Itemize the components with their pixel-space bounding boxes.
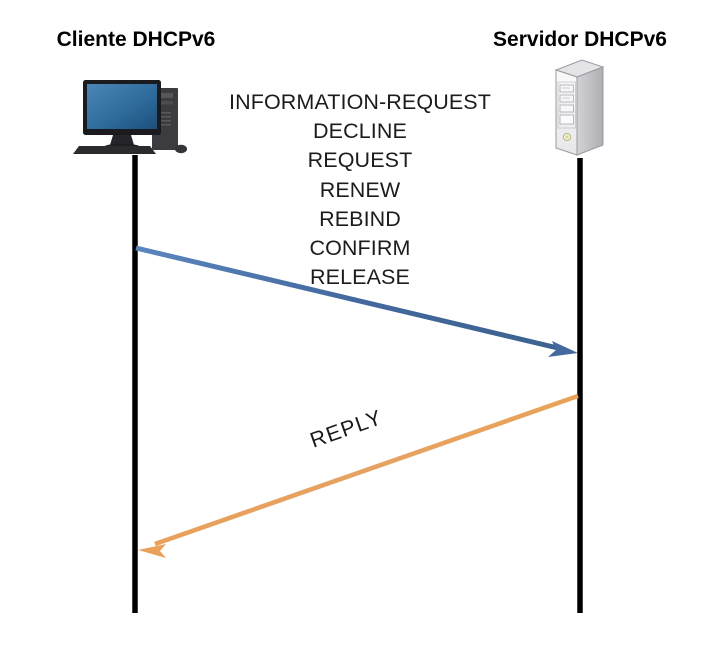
message-label-release: RELEASE <box>310 265 410 290</box>
message-label-request: REQUEST <box>307 148 413 173</box>
client-actor-label: Cliente DHCPv6 <box>56 28 216 51</box>
server-front-face <box>555 69 578 156</box>
client-to-server-line <box>135 245 563 352</box>
server-side-face <box>576 66 604 156</box>
server-bay <box>559 84 574 93</box>
monitor-screen <box>87 84 157 129</box>
server-bay <box>559 114 574 125</box>
client-to-server-arrowhead <box>548 341 578 357</box>
message-label-renew: RENEW <box>319 177 401 202</box>
server-to-client-arrowhead <box>138 544 166 558</box>
server-to-client-arrow <box>138 393 579 558</box>
keyboard <box>73 146 156 154</box>
server-bay <box>559 94 574 103</box>
server-actor-label: Servidor DHCPv6 <box>493 28 667 51</box>
desktop-computer-icon <box>73 80 187 154</box>
client-message-list: INFORMATION-REQUEST DECLINE REQUEST RENE… <box>225 88 495 292</box>
mouse <box>175 144 187 154</box>
message-label-decline: DECLINE <box>313 119 407 144</box>
client-to-server-arrow <box>135 245 578 357</box>
message-label-confirm: CONFIRM <box>309 236 411 261</box>
message-label-rebind: REBIND <box>319 206 401 231</box>
server-bay <box>559 104 574 113</box>
message-label-information-request: INFORMATION-REQUEST <box>229 90 491 114</box>
server-to-client-line <box>154 393 579 547</box>
monitor-stand <box>110 135 134 145</box>
server-tower-icon <box>554 59 605 156</box>
